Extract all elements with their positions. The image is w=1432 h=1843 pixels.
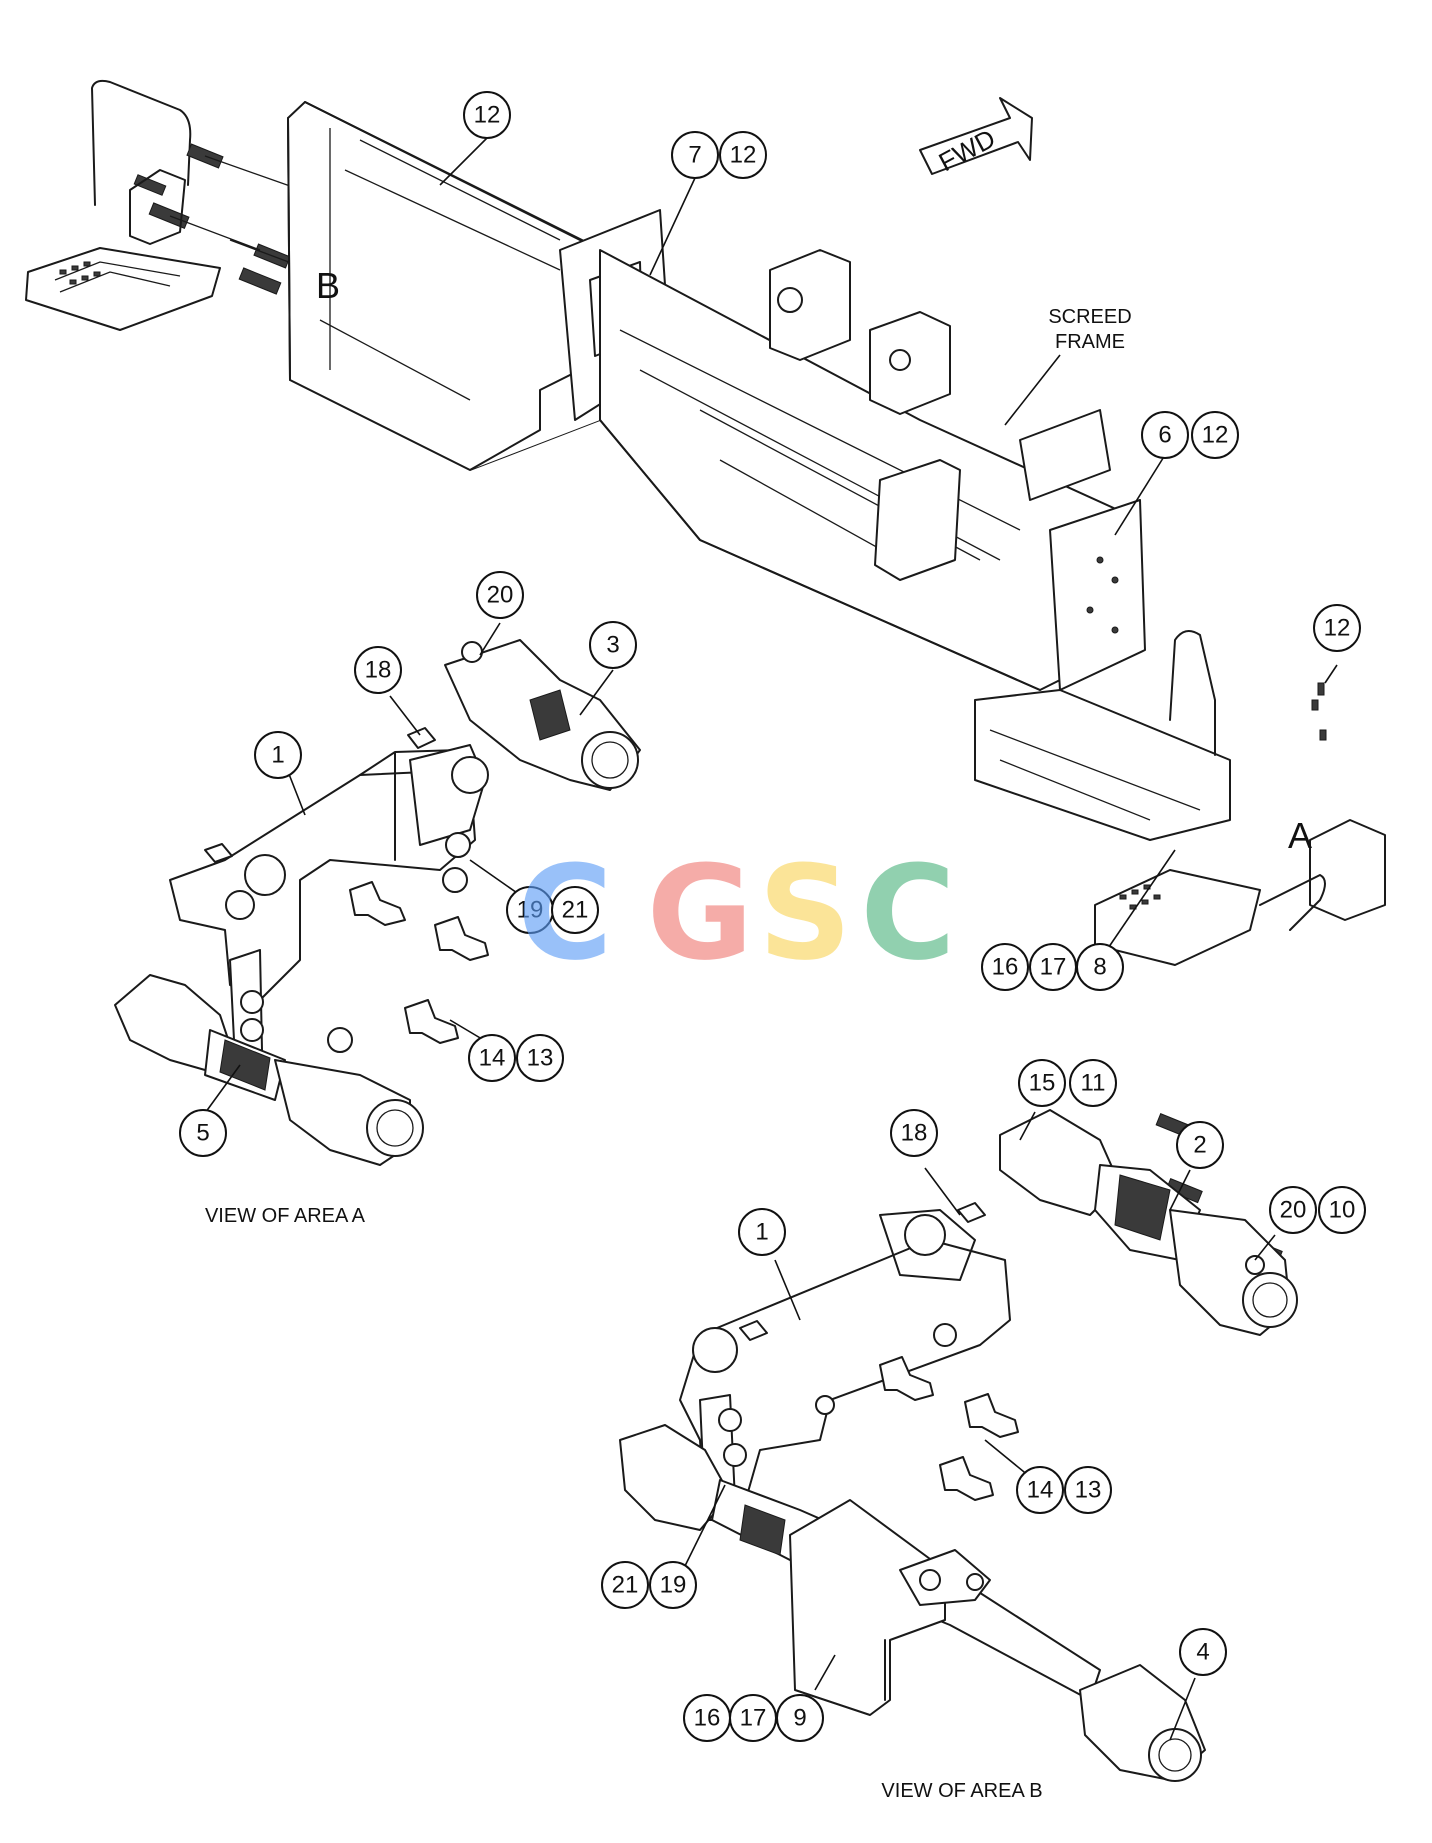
svg-text:17: 17 bbox=[1040, 954, 1067, 981]
area-a-drawing: VIEW OF AREA A bbox=[114, 639, 641, 1227]
callout-11: 11 bbox=[1069, 1059, 1117, 1107]
callout-4: 4 bbox=[1179, 1628, 1227, 1676]
callout-19b: 19 bbox=[649, 1561, 697, 1609]
svg-text:16: 16 bbox=[694, 1705, 721, 1732]
callout-20a: 20 bbox=[476, 571, 524, 619]
svg-text:6: 6 bbox=[1158, 422, 1171, 449]
callout-5: 5 bbox=[179, 1109, 227, 1157]
callout-16a: 16 bbox=[981, 943, 1029, 991]
callout-12a: 12 bbox=[463, 91, 511, 139]
watermark-letter-4: C bbox=[860, 837, 955, 989]
area-b-drawing: VIEW OF AREA B bbox=[619, 1109, 1298, 1802]
screed-frame-label-2: FRAME bbox=[1055, 331, 1125, 353]
svg-text:14: 14 bbox=[479, 1045, 506, 1072]
callout-10: 10 bbox=[1318, 1186, 1366, 1234]
callout-6: 6 bbox=[1141, 411, 1189, 459]
callout-2: 2 bbox=[1176, 1121, 1224, 1169]
svg-text:3: 3 bbox=[606, 632, 619, 659]
callout-20b: 20 bbox=[1269, 1186, 1317, 1234]
svg-text:5: 5 bbox=[196, 1120, 209, 1147]
callout-21a: 21 bbox=[551, 886, 599, 934]
svg-text:20: 20 bbox=[487, 582, 514, 609]
svg-text:17: 17 bbox=[740, 1705, 767, 1732]
svg-text:12: 12 bbox=[1324, 615, 1351, 642]
watermark-letter-3: S bbox=[758, 837, 852, 989]
callout-12d: 12 bbox=[1313, 604, 1361, 652]
svg-text:9: 9 bbox=[793, 1705, 806, 1732]
forward-arrow: FWD bbox=[919, 97, 1033, 177]
svg-text:13: 13 bbox=[527, 1045, 554, 1072]
callout-8: 8 bbox=[1076, 943, 1124, 991]
svg-text:14: 14 bbox=[1027, 1477, 1054, 1504]
callout-7: 7 bbox=[671, 131, 719, 179]
svg-text:2: 2 bbox=[1193, 1132, 1206, 1159]
svg-text:4: 4 bbox=[1196, 1639, 1209, 1666]
caption-area-a: VIEW OF AREA A bbox=[205, 1205, 366, 1227]
watermark-letter-2: G bbox=[647, 837, 754, 989]
svg-text:13: 13 bbox=[1075, 1477, 1102, 1504]
callout-17a: 17 bbox=[1029, 943, 1077, 991]
callout-9: 9 bbox=[776, 1694, 824, 1742]
svg-text:12: 12 bbox=[730, 142, 757, 169]
watermark-letter-1: C bbox=[517, 837, 612, 989]
callout-1a: 1 bbox=[254, 731, 302, 779]
callout-12b: 12 bbox=[719, 131, 767, 179]
watermark-logo: C G S C bbox=[517, 837, 955, 989]
svg-text:19: 19 bbox=[660, 1572, 687, 1599]
svg-text:7: 7 bbox=[688, 142, 701, 169]
callout-1b: 1 bbox=[738, 1208, 786, 1256]
callout-14b: 14 bbox=[1016, 1466, 1064, 1514]
callout-13a: 13 bbox=[516, 1034, 564, 1082]
svg-text:12: 12 bbox=[1202, 422, 1229, 449]
svg-text:10: 10 bbox=[1329, 1197, 1356, 1224]
screed-frame-drawing: FWD SCREED FRAME B A bbox=[25, 79, 1386, 1264]
svg-text:19: 19 bbox=[517, 897, 544, 924]
callout-3: 3 bbox=[589, 621, 637, 669]
callout-16b: 16 bbox=[683, 1694, 731, 1742]
callout-12c: 12 bbox=[1191, 411, 1239, 459]
callout-14a: 14 bbox=[468, 1034, 516, 1082]
area-b-marker: B bbox=[316, 265, 340, 306]
svg-text:15: 15 bbox=[1029, 1070, 1056, 1097]
callout-18a: 18 bbox=[354, 646, 402, 694]
svg-text:20: 20 bbox=[1280, 1197, 1307, 1224]
caption-area-b: VIEW OF AREA B bbox=[881, 1780, 1042, 1802]
svg-text:11: 11 bbox=[1081, 1070, 1106, 1097]
screed-frame-label-1: SCREED bbox=[1048, 306, 1131, 328]
svg-text:18: 18 bbox=[365, 657, 392, 684]
svg-text:21: 21 bbox=[612, 1572, 639, 1599]
svg-text:16: 16 bbox=[992, 954, 1019, 981]
svg-text:1: 1 bbox=[271, 742, 284, 769]
callout-15: 15 bbox=[1018, 1059, 1066, 1107]
svg-text:18: 18 bbox=[901, 1120, 928, 1147]
svg-text:8: 8 bbox=[1093, 954, 1106, 981]
fwd-label: FWD bbox=[934, 123, 1000, 177]
svg-text:12: 12 bbox=[474, 102, 501, 129]
callout-13b: 13 bbox=[1064, 1466, 1112, 1514]
area-a-marker: A bbox=[1288, 815, 1312, 856]
svg-text:21: 21 bbox=[562, 897, 589, 924]
svg-text:1: 1 bbox=[755, 1219, 768, 1246]
callout-18b: 18 bbox=[890, 1109, 938, 1157]
callout-17b: 17 bbox=[729, 1694, 777, 1742]
callout-21b: 21 bbox=[601, 1561, 649, 1609]
